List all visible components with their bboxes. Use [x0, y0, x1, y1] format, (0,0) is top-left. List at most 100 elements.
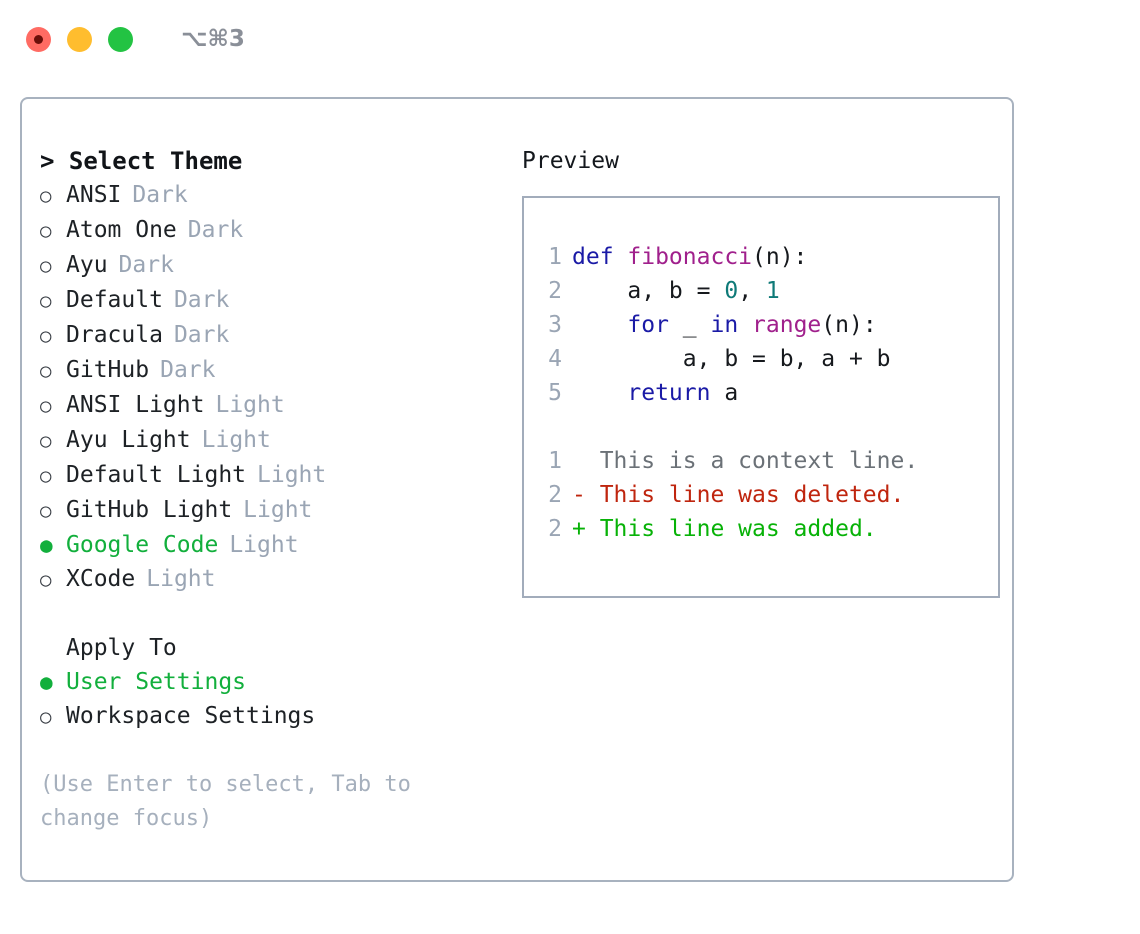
theme-option-ansi-light[interactable]: ○ ANSI Light Light — [40, 388, 500, 423]
theme-option-variant: Light — [243, 497, 313, 523]
keyboard-hint: (Use Enter to select, Tab to change focu… — [40, 772, 425, 831]
theme-option-variant: Dark — [173, 322, 230, 348]
theme-option-variant: Dark — [187, 217, 244, 243]
code-line-number: 4 — [548, 346, 562, 372]
code-diff-gap — [524, 410, 998, 444]
close-icon — [34, 34, 43, 44]
theme-option-variant: Light — [201, 427, 271, 453]
theme-option-label: Atom One — [66, 217, 177, 243]
theme-option-variant: Dark — [160, 357, 216, 383]
theme-option-xcode[interactable]: ○ XCode Light — [40, 562, 500, 597]
theme-option-label: Default — [66, 287, 163, 313]
code-line-number: 2 — [548, 278, 562, 304]
diff-line-add: 2+ This line was added. — [524, 512, 998, 546]
theme-option-ayu[interactable]: ○ Ayu Dark — [40, 248, 500, 283]
radio-unselected-icon: ○ — [40, 395, 52, 417]
theme-option-label: Dracula — [66, 322, 163, 348]
code-line-text: return a — [572, 376, 738, 410]
code-line-number: 5 — [548, 380, 562, 406]
radio-unselected-icon: ○ — [40, 255, 52, 277]
minimize-window-button[interactable] — [67, 26, 92, 52]
apply-to-option-label: Workspace Settings — [66, 703, 316, 729]
theme-option-label: GitHub Light — [66, 497, 233, 523]
apply-to-option-label: User Settings — [66, 669, 247, 695]
title-bar: ⌥⌘3 — [0, 0, 1140, 78]
theme-option-dracula[interactable]: ○ Dracula Dark — [40, 318, 500, 353]
code-token-pln: (n): — [752, 244, 808, 270]
theme-option-variant: Dark — [173, 287, 230, 313]
code-token-pln: _ — [668, 312, 711, 338]
code-token-pln — [738, 312, 752, 338]
code-token-pln: , — [738, 278, 766, 304]
code-line-text: for _ in range(n): — [572, 308, 877, 342]
group-title-apply-to: Apply To — [66, 635, 177, 661]
radio-unselected-icon: ○ — [40, 290, 52, 312]
maximize-window-button[interactable] — [108, 26, 133, 52]
theme-option-variant: Light — [215, 392, 285, 418]
theme-option-label: Ayu Light — [66, 427, 191, 453]
diff-line-number: 1 — [548, 448, 562, 474]
code-line: 4 a, b = b, a + b — [524, 342, 998, 376]
code-token-fn: fibonacci — [627, 244, 753, 270]
code-token-pln: a — [710, 380, 739, 406]
radio-unselected-icon: ○ — [40, 325, 52, 347]
theme-option-github-light[interactable]: ○ GitHub Light Light — [40, 493, 500, 528]
code-line-text: a, b = 0, 1 — [572, 274, 780, 308]
code-token-pln: (n): — [821, 312, 877, 338]
code-line: 1 def fibonacci(n): — [524, 240, 998, 274]
theme-option-variant: Light — [146, 566, 216, 592]
diff-line-ctx: 1 This is a context line. — [524, 444, 998, 478]
apply-to-option-workspace-settings[interactable]: ○Workspace Settings — [40, 699, 500, 734]
code-line: 5 return a — [524, 376, 998, 410]
code-line: 3 for _ in range(n): — [524, 308, 998, 342]
apply-to-option-user-settings[interactable]: ● User Settings — [40, 665, 500, 699]
diff-line-del: 2 - This line was deleted. — [524, 478, 998, 512]
radio-unselected-icon: ○ — [40, 430, 52, 452]
code-token-pln — [572, 312, 627, 338]
theme-option-variant: Dark — [118, 252, 174, 278]
theme-option-label: ANSI Light — [66, 392, 205, 418]
code-token-num: 0 — [724, 278, 739, 304]
code-line-text: a, b = b, a + b — [572, 342, 891, 376]
theme-option-label: Default Light — [66, 462, 247, 488]
radio-selected-icon: ● — [40, 533, 53, 557]
theme-option-variant: Light — [229, 532, 299, 558]
code-token-kw: def — [572, 244, 628, 270]
theme-option-ayu-light[interactable]: ○ Ayu Light Light — [40, 423, 500, 458]
code-line: 2 a, b = 0, 1 — [524, 274, 998, 308]
code-token-pln: a, b = — [572, 278, 725, 304]
diff-line-number: 2 — [548, 482, 562, 508]
code-line-text: def fibonacci(n): — [572, 240, 807, 274]
keyboard-shortcut-label: ⌥⌘3 — [181, 26, 245, 52]
radio-unselected-icon: ○ — [40, 185, 52, 207]
diff-line-text: - This line was deleted. — [572, 482, 905, 508]
theme-option-label: Ayu — [66, 252, 108, 278]
code-token-kw: for — [627, 312, 669, 338]
preview-title: Preview — [522, 148, 619, 174]
close-window-button[interactable] — [26, 26, 51, 52]
radio-unselected-icon: ○ — [40, 500, 52, 522]
theme-option-label: XCode — [66, 566, 136, 592]
radio-selected-icon: ● — [40, 670, 53, 694]
diff-line-number: 2 — [548, 516, 562, 542]
code-token-kw: return — [627, 380, 711, 406]
theme-option-label: ANSI — [66, 182, 122, 208]
theme-option-default[interactable]: ○ Default Dark — [40, 283, 500, 318]
code-line-number: 1 — [548, 244, 562, 270]
code-line-number: 3 — [548, 312, 562, 338]
radio-unselected-icon: ○ — [40, 569, 52, 591]
code-token-num: 1 — [765, 278, 780, 304]
traffic-lights — [26, 26, 133, 52]
code-token-pln — [572, 380, 627, 406]
radio-unselected-icon: ○ — [40, 465, 52, 487]
code-token-pln: a, b = b, a + b — [572, 346, 891, 372]
